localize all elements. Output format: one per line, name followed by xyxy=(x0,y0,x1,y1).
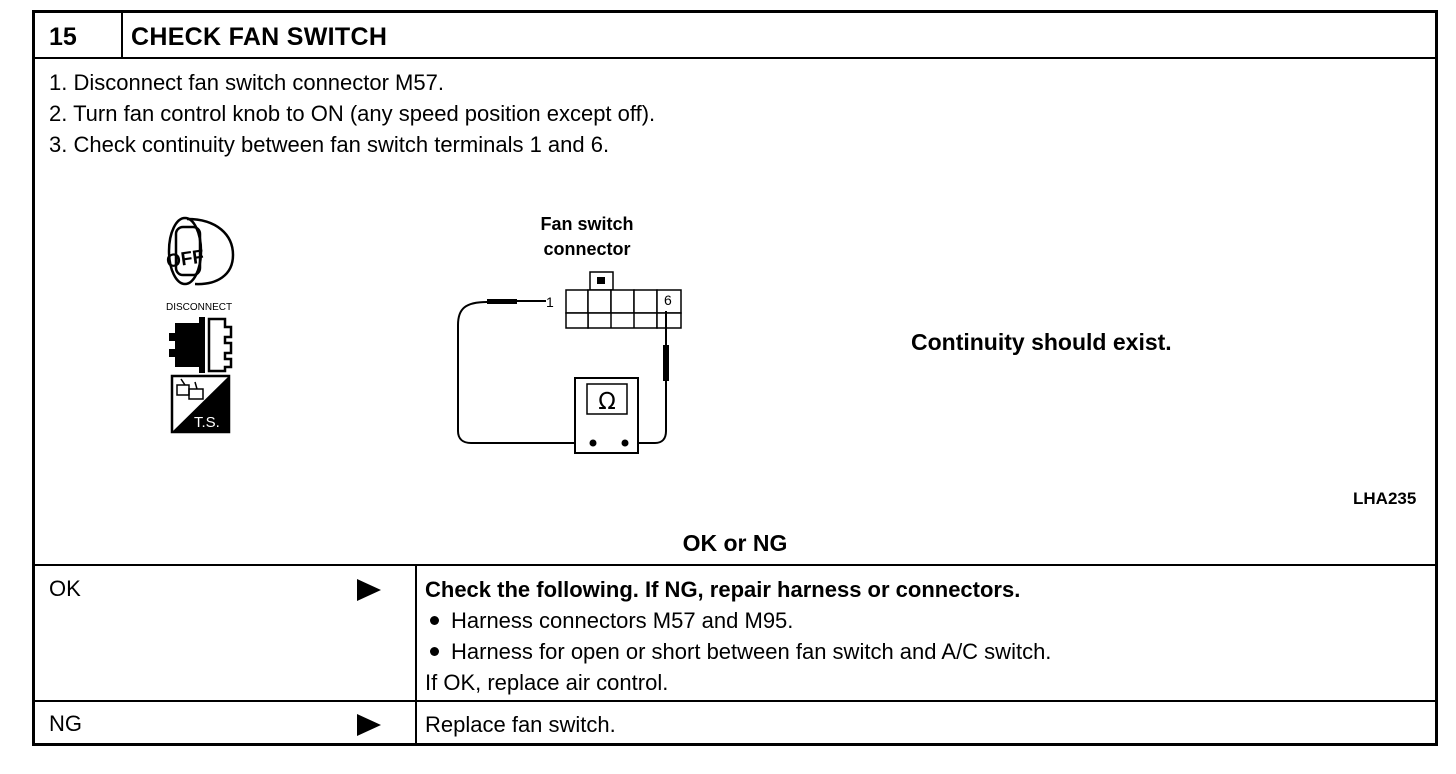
procedure-frame: 15 CHECK FAN SWITCH 1. Disconnect fan sw… xyxy=(32,10,1438,746)
ok-action: Check the following. If NG, repair harne… xyxy=(425,574,1051,698)
instruction-list: 1. Disconnect fan switch connector M57. … xyxy=(49,67,655,160)
ok-action-footer: If OK, replace air control. xyxy=(425,670,669,695)
ng-arrow-icon xyxy=(357,714,381,736)
svg-text:OFF: OFF xyxy=(165,246,206,272)
bullet-icon xyxy=(430,647,439,656)
ng-action: Replace fan switch. xyxy=(425,709,616,740)
ohm-symbol: Ω xyxy=(598,389,616,415)
test-lead-right xyxy=(625,381,667,444)
connector-label-line1: Fan switch xyxy=(540,214,633,234)
test-diagram: OFF DISCONNECT T.S. Fan switch connector xyxy=(165,214,682,454)
step-title: CHECK FAN SWITCH xyxy=(131,23,388,51)
step-header: 15 CHECK FAN SWITCH xyxy=(35,13,1435,59)
instruction-step: 2. Turn fan control knob to ON (any spee… xyxy=(49,101,656,126)
ok-arrow-icon xyxy=(357,579,381,601)
instruction-step: 1. Disconnect fan switch connector M57. xyxy=(49,70,444,95)
bullet-text: Harness connectors M57 and M95. xyxy=(451,608,794,633)
results-row-divider xyxy=(35,700,1435,702)
probe-right xyxy=(663,311,669,381)
instruction-step: 3. Check continuity between fan switch t… xyxy=(49,132,610,157)
expected-result: Continuity should exist. xyxy=(911,329,1172,355)
fan-switch-connector xyxy=(565,271,682,329)
bullet-icon xyxy=(430,616,439,625)
header-divider xyxy=(121,13,123,57)
test-lead-left xyxy=(457,301,593,444)
ts-label: T.S. xyxy=(194,414,220,431)
list-item: Harness connectors M57 and M95. xyxy=(425,605,1051,636)
ng-action-text: Replace fan switch. xyxy=(425,712,616,737)
ok-or-ng-label: OK or NG xyxy=(682,530,788,556)
ng-label: NG xyxy=(49,711,82,736)
ignition-off-icon: OFF xyxy=(165,216,235,286)
step-number: 15 xyxy=(49,23,77,51)
connector-disconnect-icon: DISCONNECT xyxy=(166,302,233,373)
ts-icon: T.S. xyxy=(170,374,231,434)
figure-code: LHA235 xyxy=(1353,489,1417,508)
ok-label: OK xyxy=(49,576,81,601)
terminal-6-label: 6 xyxy=(664,292,672,308)
results-column-divider xyxy=(415,564,417,746)
bullet-text: Harness for open or short between fan sw… xyxy=(451,639,1052,664)
terminal-1-label: 1 xyxy=(546,294,554,310)
ohmmeter: Ω xyxy=(574,377,639,454)
results-top-divider xyxy=(35,564,1435,566)
ok-action-title: Check the following. If NG, repair harne… xyxy=(425,577,1021,602)
disconnect-label: DISCONNECT xyxy=(166,302,232,313)
connector-label-line2: connector xyxy=(543,239,630,259)
probe-left xyxy=(487,299,546,304)
list-item: Harness for open or short between fan sw… xyxy=(425,636,1051,667)
